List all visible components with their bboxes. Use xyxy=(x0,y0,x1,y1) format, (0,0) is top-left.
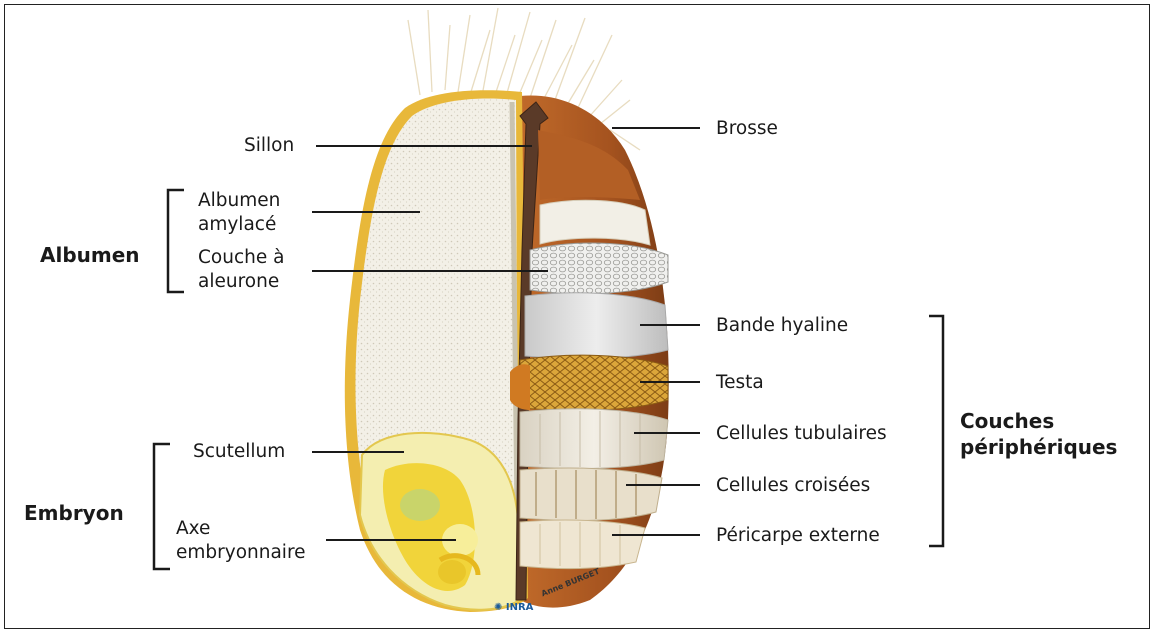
label-cellules-tubulaires: Cellules tubulaires xyxy=(716,422,887,446)
bracket-couches-peripheriques xyxy=(929,316,943,546)
label-albumen: Albumen xyxy=(40,243,140,267)
label-embryon: Embryon xyxy=(24,501,124,525)
peripheral-layers xyxy=(510,200,668,568)
embryo xyxy=(360,433,520,610)
label-couches-peripheriques: Couches périphériques xyxy=(960,408,1145,460)
label-bande-hyaline: Bande hyaline xyxy=(716,314,848,338)
label-pericarpe-externe: Péricarpe externe xyxy=(716,524,880,548)
credit-logo-text: INRA xyxy=(506,602,534,613)
bracket-albumen xyxy=(168,190,184,292)
label-couche-aleurone: Couche à aleurone xyxy=(198,246,308,294)
label-brosse: Brosse xyxy=(716,117,778,141)
label-albumen-amylace: Albumen amylacé xyxy=(198,189,308,237)
bracket-embryon xyxy=(154,444,170,569)
label-axe-embryonnaire: Axe embryonnaire xyxy=(176,517,326,565)
label-testa: Testa xyxy=(716,371,764,395)
label-scutellum: Scutellum xyxy=(193,440,285,464)
label-sillon: Sillon xyxy=(244,134,294,158)
inra-logo-icon: ✺ xyxy=(494,602,502,613)
label-cellules-croisees: Cellules croisées xyxy=(716,474,870,498)
credit-inra-logo: ✺ INRA xyxy=(494,602,533,613)
